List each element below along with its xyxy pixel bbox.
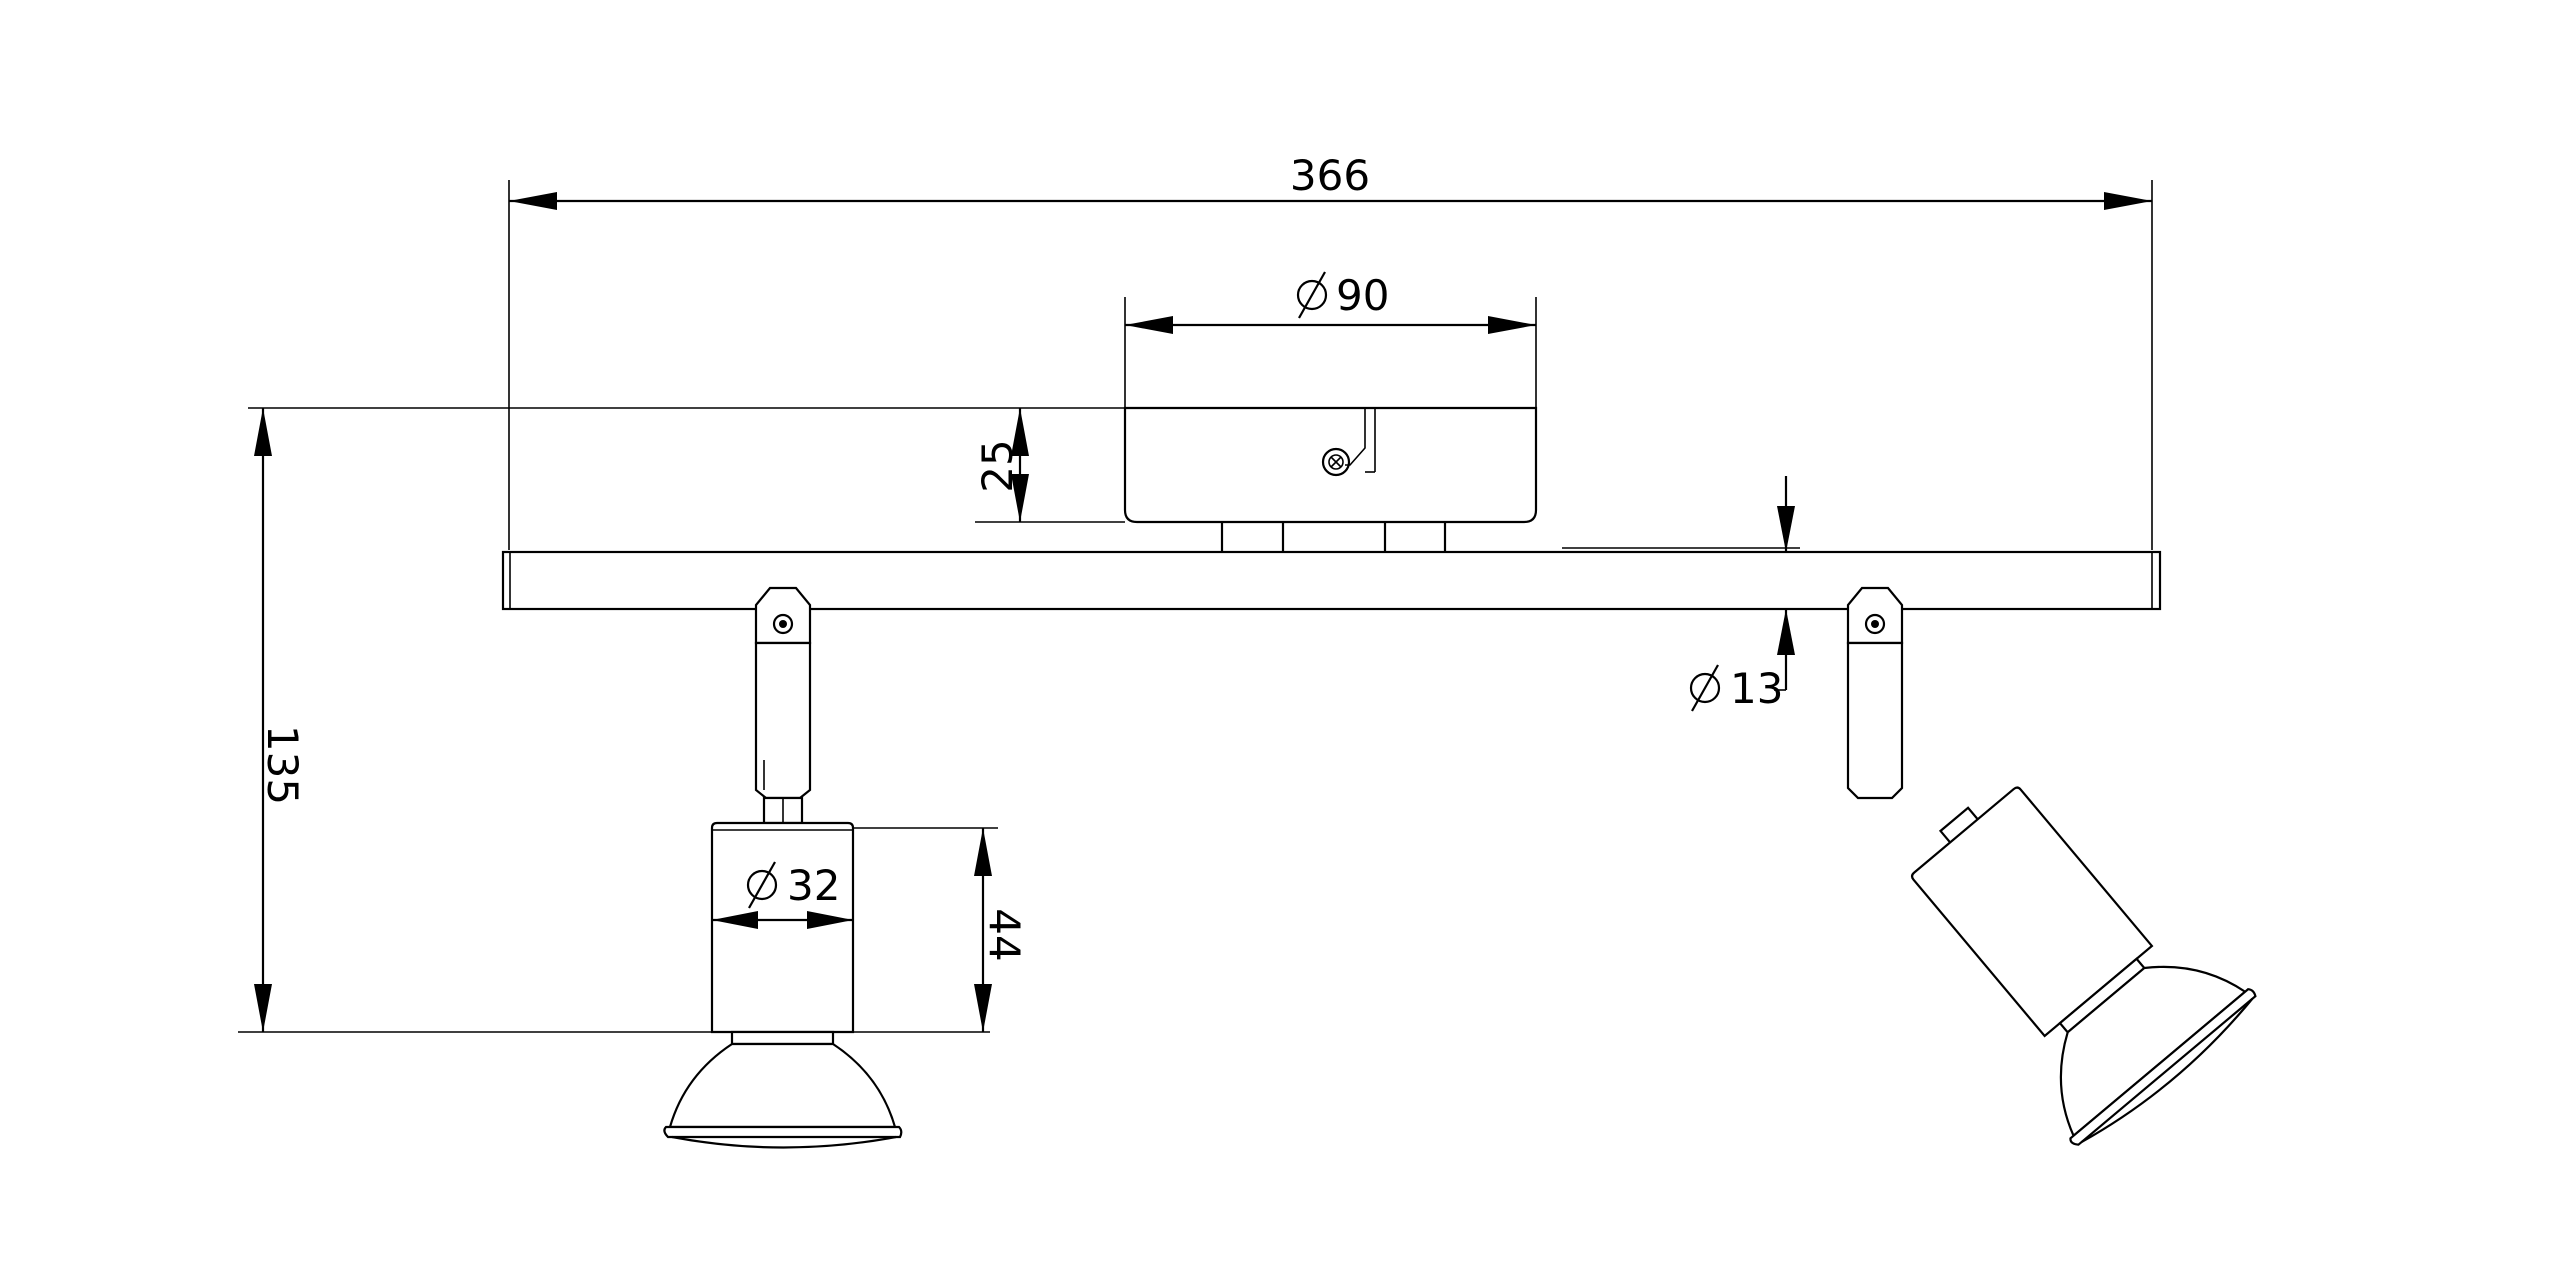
dimension-spot-diameter: 32 — [712, 861, 853, 929]
mounting-bar — [501, 547, 2162, 611]
screw-icon — [1321, 447, 1351, 477]
dimension-label-25: 25 — [973, 439, 1022, 492]
screw-icon — [772, 613, 794, 635]
dimension-label-90: 90 — [1336, 271, 1389, 320]
spotlight-left — [663, 586, 903, 1149]
diameter-symbol-icon — [1689, 664, 1721, 712]
dimension-label-32: 32 — [787, 861, 840, 910]
dimension-total-height: 135 — [238, 407, 1125, 1033]
diameter-symbol-icon — [1296, 271, 1328, 319]
screw-icon — [1864, 613, 1886, 635]
dimension-label-13: 13 — [1730, 664, 1783, 713]
dimension-label-366: 366 — [1290, 151, 1370, 200]
dimension-label-135: 135 — [258, 725, 307, 805]
dimension-spot-height: 44 — [853, 827, 1029, 1032]
spotlight-right — [1846, 586, 2257, 1146]
dimension-overall-length: 366 — [508, 151, 2153, 550]
ceiling-canopy — [1123, 406, 1538, 577]
dimension-bar-diameter: 13 — [1689, 476, 1795, 713]
dimension-canopy-diameter: 90 — [1124, 271, 1537, 410]
dimension-canopy-height: 25 — [973, 408, 1125, 523]
dimension-label-44: 44 — [980, 908, 1029, 961]
diameter-symbol-icon — [746, 861, 778, 909]
